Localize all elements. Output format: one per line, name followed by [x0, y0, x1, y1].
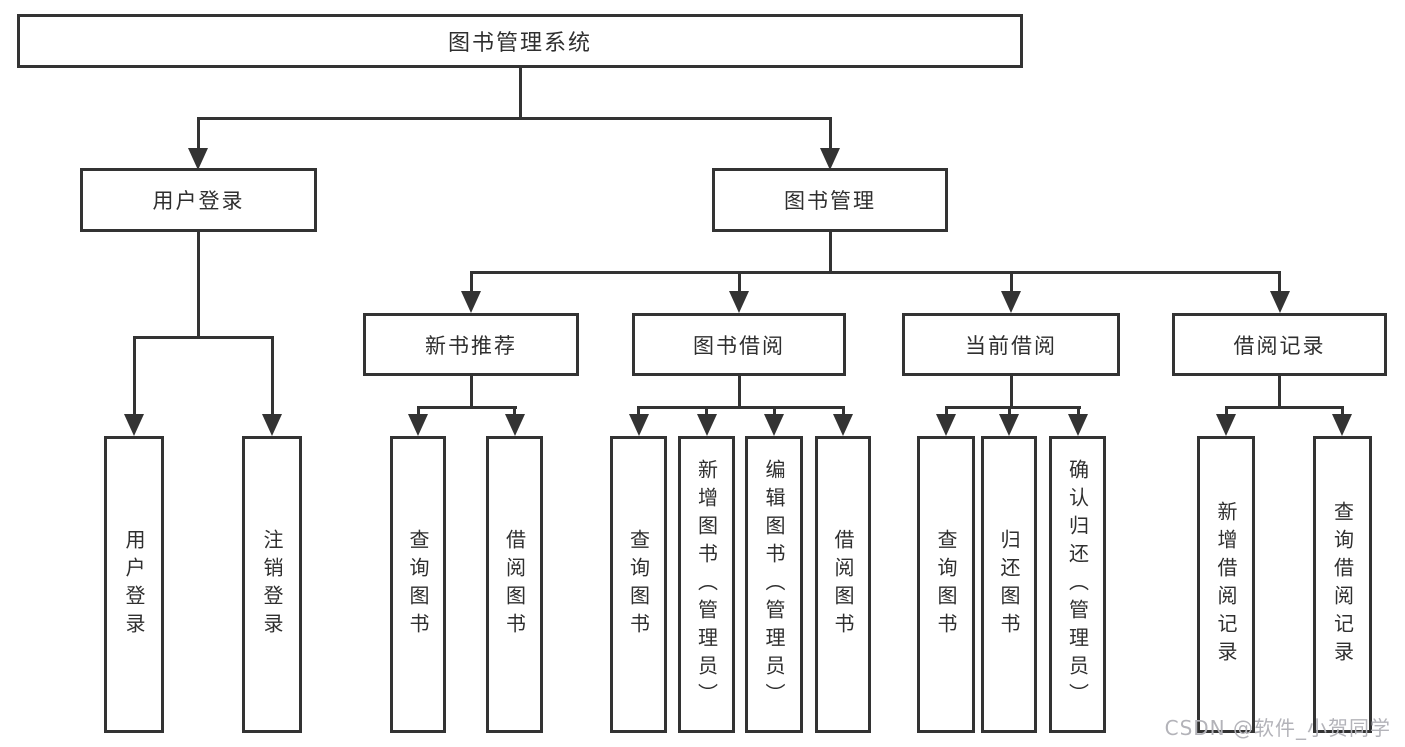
connector-line — [841, 406, 845, 414]
node-label: 查询图书 — [406, 528, 430, 641]
node-label: 归还图书 — [997, 528, 1021, 641]
connector-line — [132, 336, 274, 339]
leaf-bb-query-book: 查询图书 — [610, 436, 667, 733]
leaf-br-query-record: 查询借阅记录 — [1313, 436, 1372, 733]
connector-line — [416, 406, 420, 414]
node-label: 注销登录 — [260, 528, 284, 641]
arrow-down-icon — [504, 414, 525, 436]
connector-line — [737, 271, 741, 291]
connector-line — [1224, 406, 1344, 409]
node-label: 查询图书 — [934, 528, 958, 641]
connector-line — [705, 406, 708, 414]
node-label: 图书借阅 — [693, 333, 785, 358]
leaf-user-login: 用户登录 — [104, 436, 164, 733]
leaf-nb-query-book: 查询图书 — [390, 436, 446, 733]
node-label: 借阅图书 — [502, 528, 527, 641]
node-label: 新增借阅记录 — [1214, 500, 1238, 669]
connector-line — [828, 117, 832, 148]
connector-line — [1224, 406, 1228, 414]
arrow-down-icon — [188, 148, 208, 170]
node-label: 查询图书 — [626, 528, 651, 641]
arrow-down-icon — [1269, 291, 1290, 313]
arrow-down-icon — [1068, 414, 1088, 436]
connector-line — [469, 376, 473, 409]
leaf-br-add-record: 新增借阅记录 — [1197, 436, 1255, 733]
arrow-down-icon — [461, 291, 481, 313]
connector-line — [416, 406, 517, 409]
arrow-down-icon — [408, 414, 428, 436]
node-label: 确认归还（管理员） — [1065, 458, 1090, 711]
node-borrow-records: 借阅记录 — [1172, 313, 1387, 376]
leaf-bb-add-book-admin: 新增图书（管理员） — [678, 436, 735, 733]
connector-line — [944, 406, 948, 414]
connector-line — [1278, 376, 1281, 409]
leaf-bb-borrow-book: 借阅图书 — [815, 436, 871, 733]
node-label: 图书管理系统 — [447, 31, 592, 56]
connector-line — [737, 376, 741, 409]
leaf-cb-query-book: 查询图书 — [917, 436, 975, 733]
node-book-management: 图书管理 — [712, 168, 948, 232]
connector-line — [1009, 376, 1013, 409]
node-label: 图书管理 — [784, 189, 876, 213]
node-label: 编辑图书（管理员） — [762, 458, 786, 711]
arrow-down-icon — [696, 414, 717, 436]
arrow-down-icon — [1216, 414, 1236, 436]
connector-line — [637, 406, 845, 409]
leaf-logout-login: 注销登录 — [242, 436, 302, 733]
leaf-nb-borrow-book: 借阅图书 — [486, 436, 543, 733]
arrow-down-icon — [999, 414, 1019, 436]
node-book-borrow: 图书借阅 — [632, 313, 846, 376]
leaf-cb-return-book: 归还图书 — [981, 436, 1037, 733]
node-new-book-recommend: 新书推荐 — [363, 313, 579, 376]
arrow-down-icon — [124, 414, 144, 436]
arrow-down-icon — [729, 291, 749, 313]
node-label: 查询借阅记录 — [1330, 500, 1355, 669]
node-label: 用户登录 — [122, 528, 146, 641]
connector-line — [469, 271, 1281, 274]
connector-line — [772, 406, 776, 414]
node-label: 借阅记录 — [1233, 333, 1326, 358]
node-label: 当前借阅 — [965, 333, 1057, 358]
connector-line — [196, 117, 832, 120]
connector-line — [828, 232, 832, 274]
connector-line — [1007, 406, 1011, 414]
connector-line — [1278, 271, 1281, 291]
connector-line — [469, 271, 473, 291]
connector-line — [1340, 406, 1344, 414]
connector-line — [637, 406, 640, 414]
arrow-down-icon — [764, 414, 784, 436]
connector-line — [132, 336, 136, 414]
leaf-cb-confirm-return-admin: 确认归还（管理员） — [1049, 436, 1106, 733]
node-current-borrow: 当前借阅 — [902, 313, 1120, 376]
connector-line — [196, 232, 200, 339]
connector-line — [1076, 406, 1080, 414]
node-label: 用户登录 — [152, 189, 245, 213]
node-library-management-system: 图书管理系统 — [17, 14, 1023, 68]
arrow-down-icon — [833, 414, 853, 436]
arrow-down-icon — [820, 148, 840, 170]
leaf-bb-edit-book-admin: 编辑图书（管理员） — [745, 436, 803, 733]
arrow-down-icon — [628, 414, 649, 436]
connector-line — [944, 406, 1081, 409]
connector-line — [518, 68, 522, 119]
watermark-text: CSDN @软件_小贺同学 — [1164, 716, 1391, 740]
arrow-down-icon — [1001, 291, 1021, 313]
connector-line — [513, 406, 516, 414]
connector-line — [1009, 271, 1013, 291]
arrow-down-icon — [1332, 414, 1352, 436]
node-user-login: 用户登录 — [80, 168, 317, 232]
arrow-down-icon — [262, 414, 282, 436]
arrow-down-icon — [936, 414, 956, 436]
connector-line — [196, 117, 200, 148]
connector-line — [270, 336, 274, 414]
node-label: 借阅图书 — [831, 528, 855, 641]
node-label: 新书推荐 — [425, 333, 517, 358]
node-label: 新增图书（管理员） — [694, 458, 719, 711]
